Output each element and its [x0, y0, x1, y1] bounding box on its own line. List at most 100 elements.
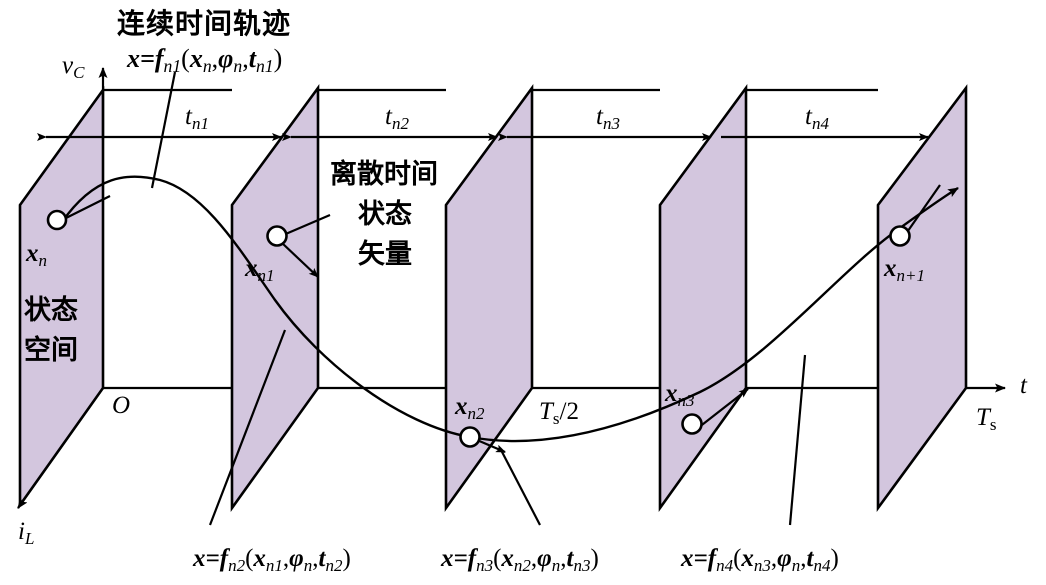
time-mark-full-period: Ts	[976, 404, 997, 435]
fn4-arg1: x	[741, 545, 754, 572]
fn4-comma2: ,	[800, 545, 807, 572]
state-marker-xn3	[681, 413, 703, 435]
fn2-arg2: φ	[289, 545, 304, 572]
state-label-xn3-sub: n3	[677, 390, 695, 410]
interval-label-tn3: tn3	[596, 103, 620, 134]
leader-fn2	[208, 329, 287, 526]
fn2-comma2: ,	[312, 545, 319, 572]
fn3-comma1: ,	[530, 545, 538, 572]
fn2-open: (	[245, 545, 254, 572]
axis-label-vc-sub: C	[73, 62, 85, 82]
fn2-fsub: n2	[228, 555, 246, 575]
fn3-arg3: t	[566, 545, 574, 572]
state-space-label-line1: 状态	[24, 295, 78, 326]
interval-tn2-symbol: t	[385, 103, 392, 130]
state-label-xn2-sub: n2	[467, 403, 485, 423]
annotation-discrete-line3: 矢量	[358, 239, 412, 270]
origin-label: O	[112, 392, 131, 419]
formula-fn1-arg-phi-sub: n	[233, 55, 243, 76]
fn3-arg3-sub: n3	[573, 555, 591, 575]
fn2-arg3-sub: n2	[325, 555, 343, 575]
fn4-lhs: x=f	[681, 545, 717, 572]
fn3-close: )	[590, 545, 599, 572]
formula-fn1-arg-t: t	[248, 44, 256, 73]
state-label-xn2-symbol: x	[455, 393, 468, 420]
state-label-xn2: xn2	[455, 393, 485, 424]
formula-fn1-arg-t-sub: n1	[255, 55, 274, 76]
fn3-open: (	[493, 545, 502, 572]
fn4-fsub: n4	[716, 555, 734, 575]
bottom-formula-fn3: x=fn3(xn2,φn,tn3)	[441, 545, 599, 576]
interval-tn1-sub: n1	[191, 113, 209, 133]
axis-label-il-sub: L	[24, 528, 35, 548]
fn3-arg1: x	[501, 545, 514, 572]
fn4-close: )	[830, 545, 839, 572]
state-marker-xnp1	[889, 225, 911, 247]
time-mark-full-sub: s	[989, 414, 997, 434]
fn4-open: (	[733, 545, 742, 572]
formula-fn1: x=fn1(xn,φn,tn1)	[127, 44, 282, 77]
state-plane-xnp1	[876, 84, 968, 512]
bottom-formula-fn4: x=fn4(xn3,φn,tn4)	[681, 545, 839, 576]
fn3-fsub: n3	[476, 555, 494, 575]
formula-fn1-arg-x: x	[189, 44, 203, 73]
fn2-arg1-sub: n1	[265, 555, 283, 575]
trajectory-path	[61, 175, 901, 443]
leader-fn3	[499, 447, 541, 526]
caption-continuous-trajectory: 连续时间轨迹	[117, 7, 292, 40]
time-mark-half-period: Ts/2	[539, 398, 579, 429]
fn4-arg1-sub: n3	[753, 555, 771, 575]
state-label-xn1-symbol: x	[245, 255, 258, 282]
formula-fn1-arg-x-sub: n	[202, 55, 212, 76]
fn4-comma1: ,	[770, 545, 778, 572]
fn3-arg2: φ	[537, 545, 552, 572]
fn4-arg3-sub: n4	[813, 555, 831, 575]
annotation-discrete-line2: 状态	[358, 199, 412, 230]
interval-label-tn2: tn2	[385, 103, 409, 134]
annotation-discrete-line1: 离散时间	[330, 159, 438, 190]
state-label-xnp1-sub: n+1	[896, 265, 925, 285]
interval-tn1-symbol: t	[185, 103, 192, 130]
leader-xnp1-dot	[902, 184, 941, 239]
fn4-arg2-sub: n	[791, 555, 801, 575]
fn2-close: )	[342, 545, 351, 572]
state-label-xn-sub: n	[38, 250, 48, 270]
state-label-xn: xn	[26, 240, 47, 271]
formula-fn1-comma1: ,	[211, 44, 219, 73]
interval-tn3-symbol: t	[596, 103, 603, 130]
formula-fn1-close: )	[273, 44, 283, 73]
time-mark-full-symbol: T	[976, 404, 990, 431]
fn2-comma1: ,	[282, 545, 290, 572]
state-plane-xn3	[658, 84, 748, 513]
state-marker-group	[46, 209, 911, 448]
interval-label-tn4: tn4	[805, 103, 829, 134]
il-axis	[17, 387, 104, 509]
interval-tn4-symbol: t	[805, 103, 812, 130]
fn4-arg3: t	[806, 545, 814, 572]
point-arrow-group	[281, 242, 749, 454]
time-mark-half-sub: s	[552, 408, 560, 428]
formula-fn1-lhs: x=f	[127, 44, 164, 73]
axis-label-vc-symbol: v	[62, 52, 74, 79]
fn2-lhs: x=f	[193, 545, 229, 572]
state-marker-xn2	[459, 426, 481, 448]
arrow-xn1-to-curve	[281, 242, 319, 278]
state-marker-xn	[46, 209, 68, 231]
formula-fn1-open: (	[181, 44, 190, 73]
fn3-arg2-sub: n	[551, 555, 561, 575]
trajectory-exit-arrow	[899, 186, 959, 229]
trajectory-curve	[61, 175, 959, 443]
leader-fn1	[150, 71, 177, 189]
fn3-arg1-sub: n2	[513, 555, 531, 575]
fn2-arg3: t	[318, 545, 326, 572]
leader-line-group	[57, 71, 941, 526]
formula-fn1-arg-phi: φ	[218, 44, 234, 73]
axis-label-il-symbol: i	[18, 518, 25, 545]
state-label-xn-symbol: x	[26, 240, 39, 267]
interval-label-tn1: tn1	[185, 103, 209, 134]
fn3-comma2: ,	[560, 545, 567, 572]
fn4-arg2: φ	[777, 545, 792, 572]
fn2-arg2-sub: n	[303, 555, 313, 575]
